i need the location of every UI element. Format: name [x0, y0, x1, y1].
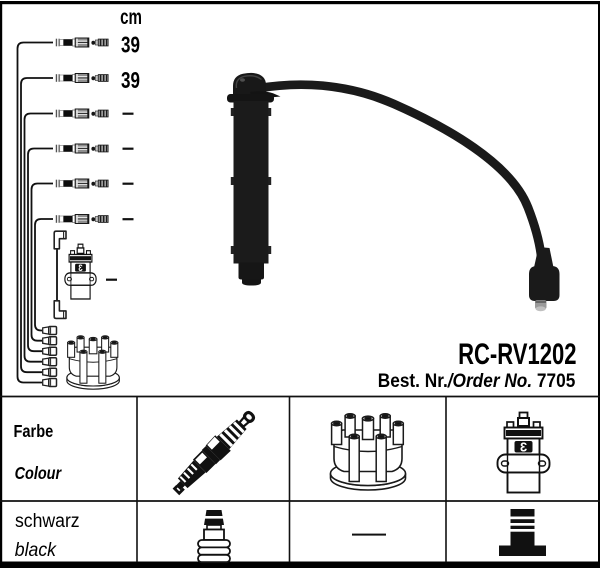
svg-text:black: black — [15, 538, 57, 560]
svg-text:Best. Nr./Order No. 7705: Best. Nr./Order No. 7705 — [378, 369, 576, 391]
svg-text:39: 39 — [121, 33, 140, 58]
svg-text:RC-RV1202: RC-RV1202 — [458, 339, 576, 371]
svg-text:Farbe: Farbe — [14, 422, 54, 442]
svg-text:Colour: Colour — [15, 465, 62, 483]
svg-text:39: 39 — [121, 68, 140, 93]
svg-text:cm: cm — [120, 4, 142, 28]
svg-text:schwarz: schwarz — [15, 509, 80, 531]
